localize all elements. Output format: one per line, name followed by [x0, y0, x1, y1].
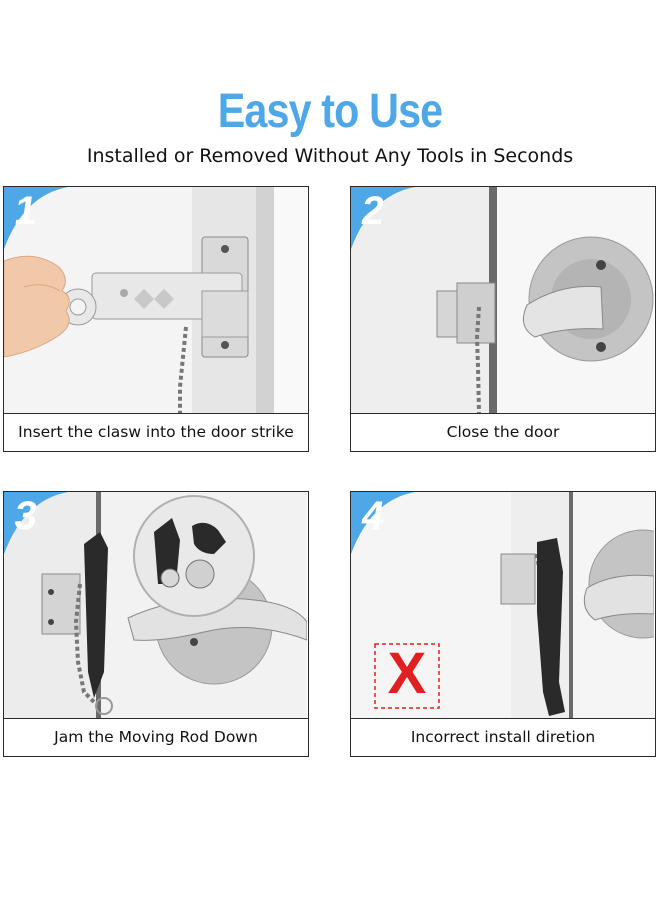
incorrect-x-icon: X	[387, 641, 427, 706]
step-caption: Jam the Moving Rod Down	[4, 718, 308, 756]
step-caption: Incorrect install diretion	[351, 718, 655, 756]
step-3-panel: 3 Jam the Moving Rod Down	[3, 491, 309, 757]
step-2-illustration	[351, 187, 654, 415]
step-3-illustration	[4, 492, 307, 720]
step-4-panel: 4 X Incorrect install diretion	[350, 491, 656, 757]
step-caption: Close the door	[351, 413, 655, 451]
step-number: 2	[358, 189, 388, 233]
step-1-illustration	[4, 187, 307, 415]
step-number: 4	[358, 494, 388, 538]
step-1-panel: 1 Insert the clasw into the door strike	[3, 186, 309, 452]
step-badge-shape	[351, 492, 415, 554]
step-badge-shape	[351, 187, 415, 249]
step-caption: Insert the clasw into the door strike	[4, 413, 308, 451]
step-badge-shape	[4, 492, 68, 554]
step-number: 3	[11, 494, 41, 538]
step-2-panel: 2 Close the door	[350, 186, 656, 452]
step-number: 1	[11, 189, 41, 233]
step-4-illustration	[351, 492, 654, 720]
page-title: Easy to Use	[217, 85, 443, 138]
step-badge-shape	[4, 187, 68, 249]
page-subtitle: Installed or Removed Without Any Tools i…	[86, 145, 574, 167]
